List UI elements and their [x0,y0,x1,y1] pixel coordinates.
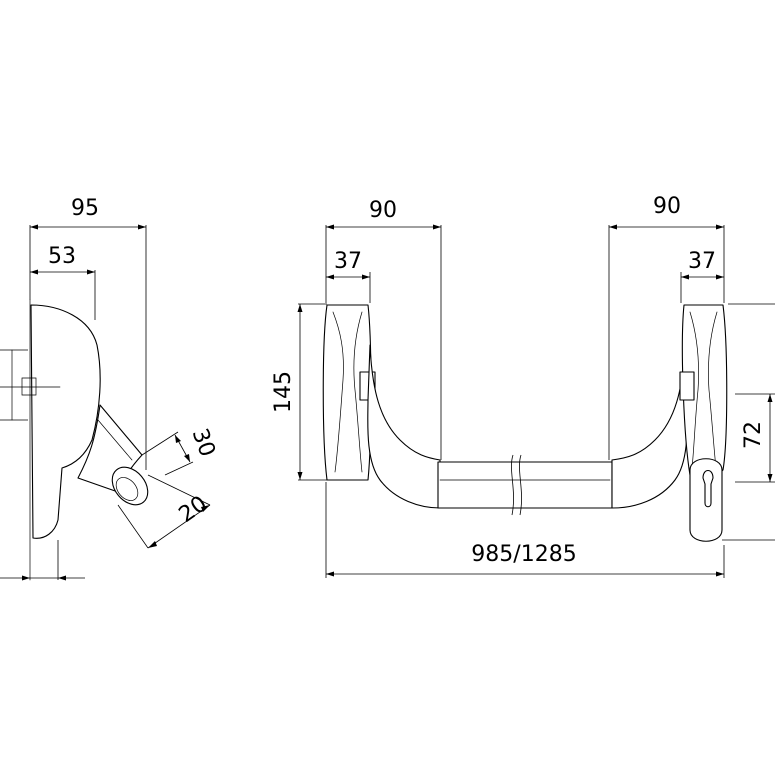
left-plate-inner [332,311,344,473]
bar-end-cylinder [111,466,149,506]
side-view [0,299,149,581]
right-bracket-arm [611,344,688,509]
dim-left-90-label: 90 [369,198,397,223]
right-plate-inner [689,311,699,469]
dim-20-label: 20 [175,491,212,528]
bar-break-2 [519,454,522,516]
dim-right-37-label: 37 [688,249,716,274]
dim-30-label: 30 [187,425,220,460]
dim-right-90-label: 90 [653,194,681,219]
dim-72-label: 72 [741,421,766,449]
dim-145-label: 145 [271,371,296,413]
bar-end-inner [115,477,139,501]
front-view [322,304,728,542]
dim-95-label: 95 [71,196,99,221]
left-plate-inner-2 [353,311,363,473]
dim-overall-width-label: 985/1285 [471,542,576,567]
right-plate-inner-2 [708,311,718,469]
screw-detail [21,377,37,396]
dim-53-label: 53 [48,244,76,269]
bar-break-1 [511,454,514,516]
right-notch [679,371,695,401]
side-housing [30,304,101,539]
push-bar [437,461,613,509]
front-dimensions: 90 37 90 37 145 72 [271,194,775,578]
dim-left-37-label: 37 [334,249,362,274]
lever-edge [97,419,133,461]
left-bracket-arm [367,344,441,509]
keyhole-icon [702,469,714,508]
